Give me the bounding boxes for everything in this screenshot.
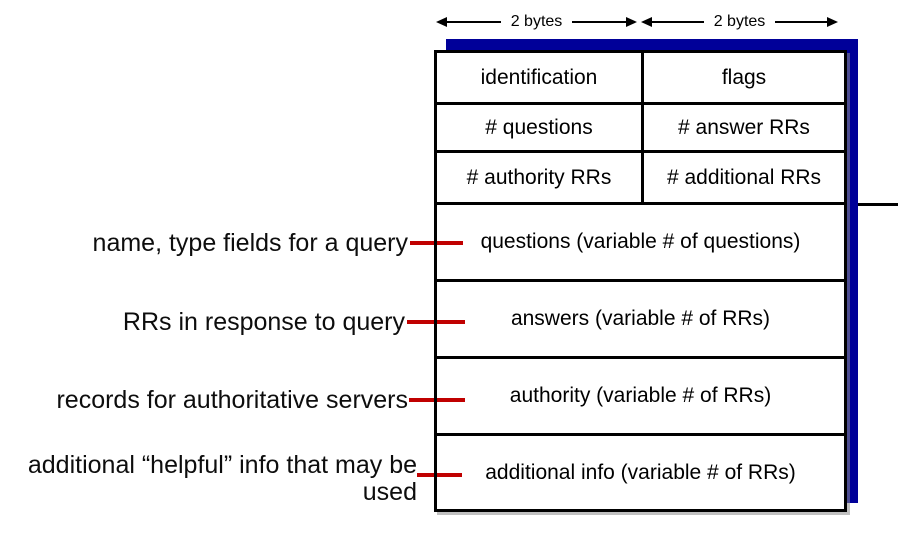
- cell-num-additional-rrs: # additional RRs: [666, 165, 822, 189]
- arrow-line: [775, 21, 827, 23]
- annotation-questions: name, type fields for a query: [92, 229, 408, 257]
- table-row-additional-info: additional info (variable # of RRs): [437, 436, 844, 509]
- connector-line-additional: [417, 473, 462, 477]
- byte-width-label: 2 bytes: [510, 13, 563, 30]
- arrowhead-right-icon: [626, 17, 637, 27]
- dns-message-table: identification flags # questions # answe…: [434, 50, 847, 512]
- table-row-answers: answers (variable # of RRs): [437, 282, 844, 359]
- table-row-questions: questions (variable # of questions): [437, 205, 844, 282]
- table-left-border: [434, 50, 437, 512]
- cell-flags: flags: [721, 65, 767, 89]
- cell-authority: authority (variable # of RRs): [509, 384, 772, 407]
- arrowhead-left-icon: [436, 17, 447, 27]
- arrow-line: [652, 21, 704, 23]
- table-row-authority-additional-counts: # authority RRs # additional RRs: [437, 153, 844, 205]
- right-extension-line: [858, 203, 898, 206]
- table-row-identification-flags: identification flags: [437, 53, 844, 105]
- byte-width-label: 2 bytes: [713, 13, 766, 30]
- arrowhead-left-icon: [641, 17, 652, 27]
- arrowhead-right-icon: [827, 17, 838, 27]
- cell-num-answer-rrs: # answer RRs: [678, 115, 810, 139]
- table-row-question-answer-counts: # questions # answer RRs: [437, 105, 844, 153]
- cell-additional-info: additional info (variable # of RRs): [485, 460, 796, 484]
- arrow-line: [447, 21, 501, 23]
- arrow-line: [572, 21, 626, 23]
- cell-num-questions: # questions: [437, 105, 644, 150]
- cell-num-authority-rrs: # authority RRs: [437, 153, 644, 202]
- cell-questions: questions (variable # of questions): [480, 230, 801, 253]
- byte-width-arrow-right: 2 bytes: [641, 11, 838, 33]
- cell-identification: identification: [437, 53, 644, 102]
- cell-answers: answers (variable # of RRs): [510, 307, 771, 330]
- annotation-answers: RRs in response to query: [122, 308, 405, 336]
- annotation-additional: additional “helpful” info that may be us…: [27, 451, 424, 506]
- connector-line-authority: [409, 398, 465, 402]
- table-row-authority: authority (variable # of RRs): [437, 359, 844, 436]
- annotation-authority: records for authoritative servers: [56, 386, 408, 414]
- byte-width-arrow-left: 2 bytes: [436, 11, 637, 33]
